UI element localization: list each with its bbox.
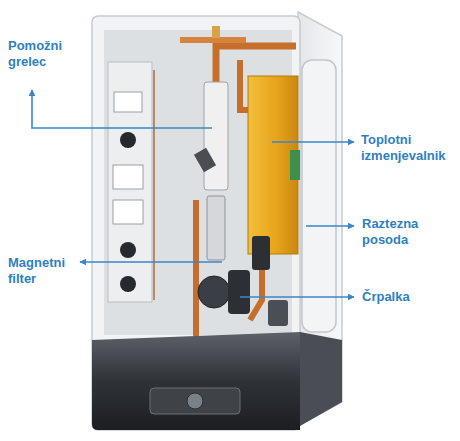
callout-label: Toplotni izmenjevalnik bbox=[361, 132, 455, 164]
valve bbox=[268, 300, 288, 326]
callout-label: Črpalka bbox=[362, 289, 410, 305]
front-panel bbox=[92, 332, 300, 430]
relay bbox=[120, 242, 136, 258]
control-knob bbox=[187, 393, 203, 409]
electrical-panel bbox=[108, 62, 152, 302]
leader-line bbox=[32, 90, 212, 128]
control-display bbox=[150, 388, 240, 414]
callout-label: Pomožni grelec bbox=[8, 38, 80, 70]
valve bbox=[252, 236, 270, 270]
valve bbox=[194, 148, 216, 172]
side-panel-lower bbox=[300, 332, 342, 426]
leader-line bbox=[80, 261, 222, 263]
callout-label: Raztezna posoda bbox=[362, 216, 448, 248]
pipe-fitting bbox=[212, 26, 220, 38]
leader-line bbox=[240, 296, 354, 298]
housing-side bbox=[298, 12, 342, 426]
copper-pipe bbox=[193, 200, 199, 340]
terminal-block bbox=[113, 165, 143, 189]
leader-line bbox=[272, 141, 354, 143]
circuit-board bbox=[290, 150, 300, 180]
callout-label: Magnetni filter bbox=[8, 255, 78, 287]
wire bbox=[153, 70, 155, 300]
pump bbox=[198, 276, 230, 308]
pump-motor bbox=[228, 270, 250, 314]
relay bbox=[120, 276, 136, 292]
magnetic-filter bbox=[207, 196, 225, 260]
leader-line bbox=[306, 225, 354, 227]
relay bbox=[120, 132, 136, 148]
housing-front bbox=[92, 16, 300, 430]
auxiliary-heater bbox=[204, 82, 228, 190]
terminal-block bbox=[114, 92, 142, 112]
expansion-vessel bbox=[302, 60, 336, 332]
terminal-block bbox=[113, 200, 143, 224]
